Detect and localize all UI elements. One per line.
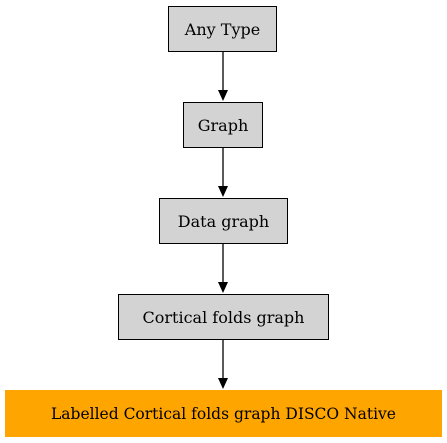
edge-any-type-to-graph [218,52,228,101]
node-labelled-cortical-folds-graph-disco-native[interactable]: Labelled Cortical folds graph DISCO Nati… [5,390,442,437]
edge-data-graph-to-cortical-folds-graph [218,244,228,293]
node-label: Labelled Cortical folds graph DISCO Nati… [51,404,396,423]
node-label: Data graph [177,211,270,231]
node-label: Cortical folds graph [142,307,305,327]
edge-graph-to-data-graph [218,148,228,197]
node-graph[interactable]: Graph [183,102,263,148]
node-cortical-folds-graph[interactable]: Cortical folds graph [118,294,329,340]
edge-cortical-folds-graph-to-labelled-disco-native [218,340,228,389]
node-label: Any Type [184,19,261,39]
node-data-graph[interactable]: Data graph [159,198,288,244]
node-any-type[interactable]: Any Type [168,6,277,52]
node-label: Graph [197,115,249,135]
